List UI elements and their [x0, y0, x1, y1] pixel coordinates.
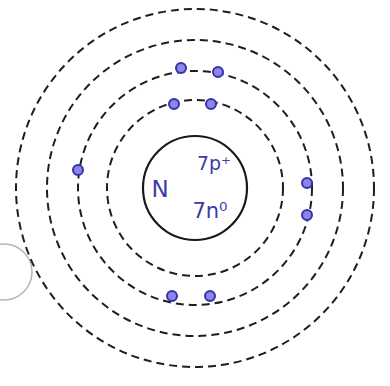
particle-count: 7n⁰: [192, 201, 227, 222]
electron-shell: [47, 40, 343, 336]
electron: [302, 210, 312, 220]
electron: [167, 291, 177, 301]
electron: [213, 67, 223, 77]
electron-shell: [16, 9, 374, 367]
electron: [302, 178, 312, 188]
electron: [176, 63, 186, 73]
particle-count: 7p⁺: [197, 154, 231, 173]
electron: [169, 99, 179, 109]
electron: [73, 165, 83, 175]
electron-shell: [107, 100, 283, 276]
nucleus-circle: [143, 136, 247, 240]
electron-shell: [78, 71, 312, 305]
nucleus: N 7p⁺ 7n⁰: [142, 135, 248, 241]
electron: [205, 291, 215, 301]
element-symbol: N: [151, 178, 168, 201]
electron: [206, 99, 216, 109]
